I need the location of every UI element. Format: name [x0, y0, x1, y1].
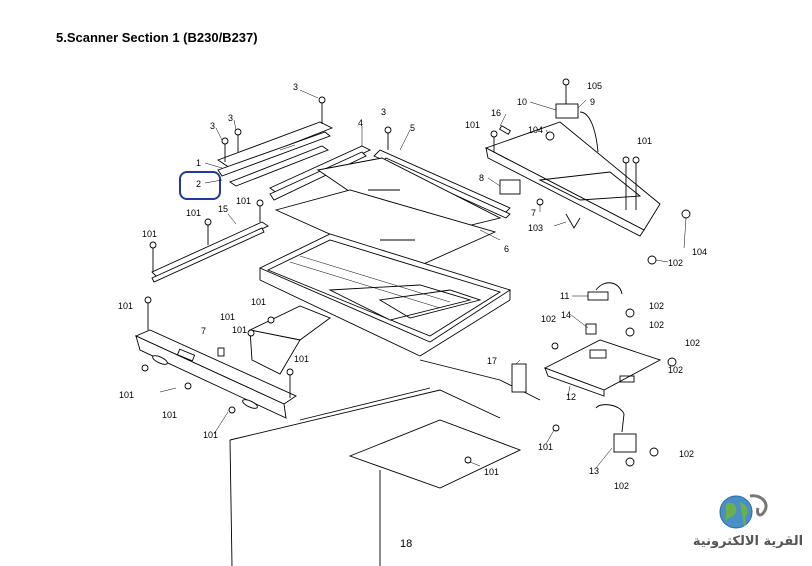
lower-frame — [229, 359, 560, 566]
callout-label: 101 — [119, 390, 134, 400]
side-plate — [247, 305, 331, 375]
callout-label: 101 — [118, 301, 133, 311]
callout-labels: 3 3 3 1 2 101 101 15 101 4 3 5 6 101 101… — [118, 81, 707, 491]
callout-label: 102 — [679, 449, 694, 459]
callout-label: 101 — [236, 196, 251, 206]
callout-label: 101 — [465, 120, 480, 130]
callout-label: 101 — [232, 325, 247, 335]
callout-label: 8 — [479, 173, 484, 183]
callout-label: 14 — [561, 310, 571, 320]
callout-label: 101 — [162, 410, 177, 420]
callout-label: 102 — [649, 301, 664, 311]
callout-label: 101 — [538, 442, 553, 452]
callout-label: 7 — [201, 326, 206, 336]
control-board-12 — [511, 308, 677, 397]
callout-label: 101 — [294, 354, 309, 364]
callout-label: 5 — [410, 123, 415, 133]
watermark-text: القرية الالكترونية — [692, 534, 804, 549]
callout-label: 3 — [228, 113, 233, 123]
watermark-logo: القرية الالكترونية — [692, 490, 804, 560]
callout-label: 102 — [614, 481, 629, 491]
callout-label: 7 — [531, 208, 536, 218]
globe-icon — [719, 494, 768, 529]
callout-label: 102 — [649, 320, 664, 330]
callout-label: 3 — [210, 121, 215, 131]
right-upper-assembly — [484, 78, 691, 265]
callout-label: 101 — [251, 297, 266, 307]
callout-label: 102 — [668, 365, 683, 375]
callout-label: 16 — [491, 108, 501, 118]
rail-5 — [373, 126, 511, 219]
highlight-box-part-2 — [179, 171, 221, 200]
callout-label: 104 — [528, 125, 543, 135]
callout-label: 1 — [196, 158, 201, 168]
callout-label: 102 — [668, 258, 683, 268]
front-frame-bracket — [134, 296, 297, 419]
callout-label: 4 — [358, 118, 363, 128]
rear-rail-15 — [149, 218, 269, 283]
callout-label: 13 — [589, 466, 599, 476]
callout-label: 101 — [186, 208, 201, 218]
scanner-frame — [258, 233, 512, 357]
callout-label: 17 — [487, 356, 497, 366]
callout-label: 101 — [220, 312, 235, 322]
callout-label: 15 — [218, 204, 228, 214]
callout-label: 9 — [590, 97, 595, 107]
callout-label: 10 — [517, 97, 527, 107]
callout-label: 101 — [484, 467, 499, 477]
callout-label: 2 — [196, 179, 201, 189]
callout-label: 102 — [685, 338, 700, 348]
exposure-glass-6 — [274, 157, 502, 271]
callout-label: 101 — [142, 229, 157, 239]
callout-label: 105 — [587, 81, 602, 91]
scale-bracket — [217, 121, 334, 187]
callout-label: 103 — [528, 223, 543, 233]
callout-label: 3 — [293, 82, 298, 92]
leader-lines — [159, 89, 687, 469]
screw-group-top-left — [221, 96, 326, 222]
callout-label: 101 — [203, 430, 218, 440]
callout-label: 6 — [504, 244, 509, 254]
callout-label: 3 — [381, 107, 386, 117]
callout-label: 101 — [637, 136, 652, 146]
callout-label: 104 — [692, 247, 707, 257]
page-number: 18 — [400, 538, 413, 550]
callout-label: 11 — [560, 291, 569, 301]
callout-label: 12 — [566, 392, 576, 402]
page-title: 5.Scanner Section 1 (B230/B237) — [56, 30, 258, 45]
wire-harness-11-14 — [585, 282, 659, 467]
callout-label: 102 — [541, 314, 556, 324]
